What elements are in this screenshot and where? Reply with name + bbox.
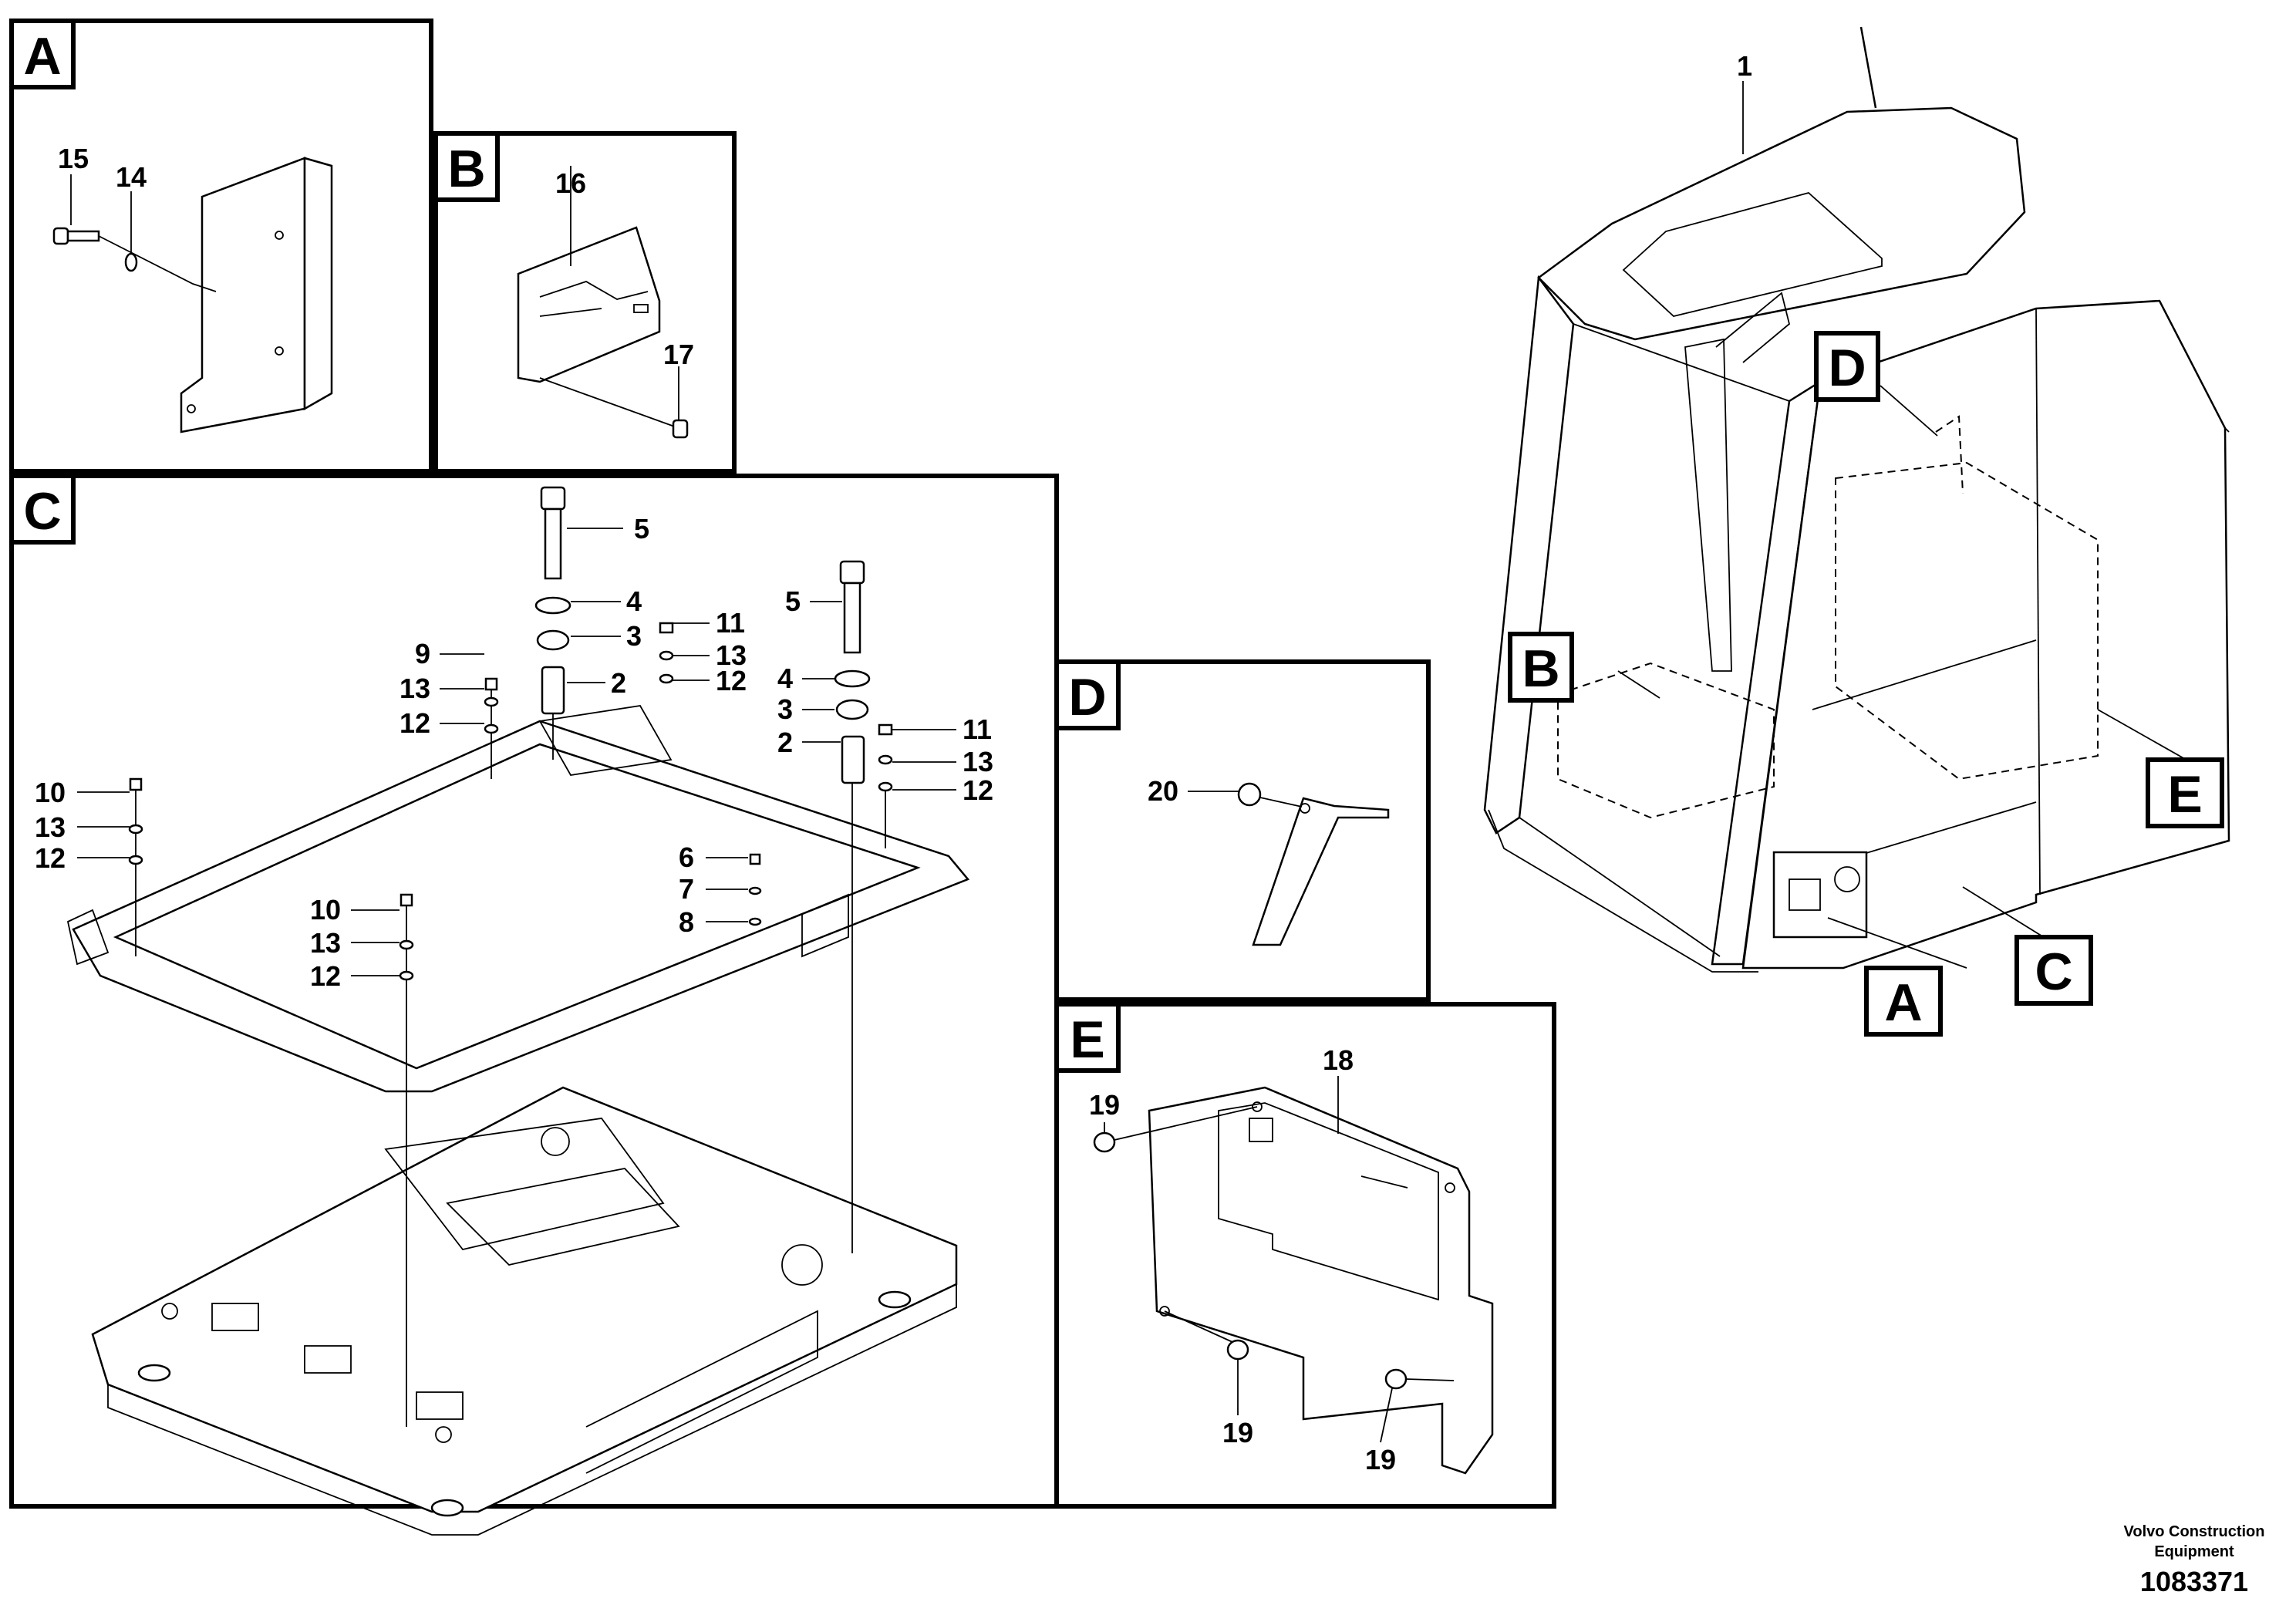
footer-company-line2: Equipment	[2154, 1543, 2234, 1560]
panel-d-frame	[1054, 659, 1431, 1002]
panel-a-frame	[9, 19, 433, 474]
panel-d-tag	[1054, 659, 1121, 730]
callout-1: 1	[1737, 50, 1752, 82]
panel-b-frame	[433, 131, 737, 474]
callout-10b: 10	[310, 894, 341, 926]
callout-14: 14	[116, 161, 147, 193]
panel-c-label: C	[23, 482, 61, 541]
panel-b: B 16 17	[433, 131, 737, 474]
panel-a-tag	[9, 19, 76, 89]
overview-label-e: E	[2167, 765, 2202, 824]
footer: Volvo Construction Equipment 1083371	[2124, 1523, 2265, 1597]
bolt-15	[52, 227, 100, 245]
callout-20: 20	[1148, 775, 1178, 807]
panel-b-label: B	[447, 140, 485, 198]
callout-3a: 3	[626, 620, 642, 652]
mount-stack-left	[534, 486, 571, 760]
callout-7: 7	[679, 873, 694, 905]
callout-17: 17	[663, 339, 694, 370]
callout-2b: 2	[777, 727, 793, 758]
cab-overview: 1 B D E A C	[1483, 26, 2230, 1037]
callout-12b: 12	[963, 774, 993, 806]
mount-stack-right	[834, 560, 871, 1253]
callout-12a: 12	[716, 665, 747, 696]
footer-company-line1: Volvo Construction	[2124, 1523, 2265, 1540]
callout-13d: 13	[35, 811, 66, 843]
panel-e-frame	[1054, 1002, 1556, 1509]
callout-19a: 19	[1089, 1089, 1120, 1121]
callout-3b: 3	[777, 693, 793, 725]
leaders-c	[77, 528, 956, 976]
callout-5b: 5	[785, 585, 801, 617]
callout-16: 16	[555, 167, 586, 199]
overview-tag-d	[1814, 331, 1880, 402]
panel-d-label: D	[1068, 668, 1106, 727]
overview-tag-a	[1864, 966, 1943, 1037]
overview-tag-c	[2014, 935, 2093, 1006]
callout-2a: 2	[611, 667, 626, 699]
callout-11b: 11	[963, 713, 992, 745]
overview-label-a: A	[1884, 973, 1922, 1032]
overview-label-d: D	[1828, 339, 1866, 397]
callout-19c: 19	[1365, 1444, 1396, 1475]
callout-18: 18	[1323, 1044, 1354, 1076]
panel-b-tag	[433, 131, 500, 202]
bracket-plate	[180, 157, 333, 433]
mounting-frame	[66, 705, 970, 1093]
callout-12c: 12	[400, 707, 430, 739]
callout-4a: 4	[626, 585, 642, 617]
side-panel-18	[1148, 1086, 1494, 1475]
overview-tag-b	[1508, 632, 1574, 703]
callout-5a: 5	[634, 513, 649, 545]
cab-pillar-left	[1483, 275, 1575, 835]
bracket-d	[1252, 797, 1390, 946]
panel-d: D 20	[1054, 659, 1431, 1002]
callout-13c: 13	[400, 673, 430, 704]
callout-9: 9	[415, 638, 430, 669]
callout-15: 15	[58, 143, 89, 174]
cab-side	[1741, 299, 2230, 969]
bolt-20	[1237, 782, 1262, 807]
callout-6: 6	[679, 841, 694, 873]
callout-13b: 13	[963, 746, 993, 777]
footer-drawing-number: 1083371	[2140, 1566, 2248, 1597]
callout-10a: 10	[35, 777, 66, 808]
callout-13e: 13	[310, 927, 341, 959]
panel-e: E 19 19 19 18	[1054, 1002, 1556, 1509]
panel-a-label: A	[23, 27, 61, 86]
callout-13a: 13	[716, 639, 747, 671]
overview-tag-e	[2146, 757, 2224, 828]
panel-e-tag	[1054, 1002, 1121, 1073]
base-plate	[91, 1086, 958, 1536]
panel-e-label: E	[1070, 1010, 1104, 1069]
panel-c-tag	[9, 474, 76, 545]
panel-a: A 15 14	[9, 19, 433, 474]
callout-12e: 12	[310, 960, 341, 992]
screw-19a	[1093, 1131, 1116, 1153]
callout-8: 8	[679, 906, 694, 938]
screw-17	[672, 419, 689, 439]
overview-label-c: C	[2035, 943, 2072, 1001]
cover-16	[517, 226, 661, 383]
callout-11a: 11	[716, 607, 745, 639]
cab-roof	[1537, 106, 2026, 341]
callout-4b: 4	[777, 663, 793, 694]
callout-12d: 12	[35, 842, 66, 874]
small-bolts	[128, 622, 893, 1427]
screw-19c	[1384, 1368, 1408, 1390]
screw-19b	[1226, 1339, 1249, 1361]
overview-label-b: B	[1522, 639, 1559, 698]
washer-14	[124, 252, 138, 272]
callout-19b: 19	[1222, 1417, 1253, 1448]
panel-c: C	[9, 474, 1059, 1536]
